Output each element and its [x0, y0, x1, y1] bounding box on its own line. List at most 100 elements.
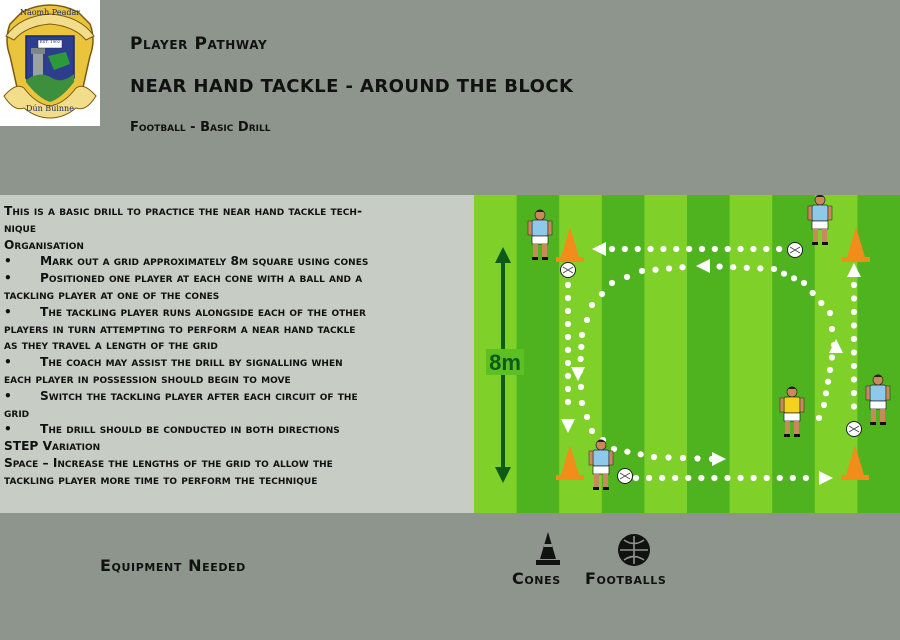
path-dot — [564, 320, 572, 328]
path-dot — [679, 264, 686, 271]
players — [527, 195, 891, 490]
path-dot — [624, 448, 631, 455]
path-dot — [724, 474, 731, 482]
cones — [556, 227, 870, 480]
path-dot — [564, 346, 572, 354]
path-dot — [776, 245, 783, 253]
path-dot — [588, 301, 596, 309]
running-path — [564, 245, 858, 482]
grass-stripe — [687, 195, 731, 513]
path-dot — [822, 390, 830, 397]
path-dot — [850, 308, 858, 316]
path-dot — [652, 266, 659, 273]
path-dot — [564, 398, 572, 406]
path-dot — [578, 343, 585, 351]
path-dot — [737, 474, 744, 482]
arrow-right-icon — [712, 452, 726, 466]
path-dot — [564, 281, 572, 289]
path-dot — [564, 294, 572, 302]
space-variation-text: Space – Increase the lengths of the grid… — [4, 455, 333, 470]
football-icon — [560, 262, 576, 278]
arrow-up-icon — [847, 263, 861, 277]
list-item-cont: each player in possession should begin t… — [4, 371, 291, 386]
equipment-item-footballs: Footballs — [585, 569, 667, 588]
football-icon — [846, 421, 862, 437]
distance-label: 8m — [489, 350, 521, 375]
path-dot — [623, 273, 631, 281]
pitch-svg: 8m — [474, 195, 900, 513]
cone-icon — [556, 445, 584, 480]
path-dot — [578, 399, 586, 407]
path-dot — [850, 349, 858, 356]
path-dot — [789, 474, 796, 482]
path-dot — [672, 474, 679, 482]
path-dot — [650, 453, 658, 461]
path-dot — [698, 474, 705, 482]
path-dot — [647, 245, 654, 253]
path-dot — [750, 245, 757, 253]
football-icon — [787, 242, 803, 258]
path-dot — [743, 264, 750, 271]
path-dot — [634, 245, 641, 253]
intro-text-cont: nique — [4, 220, 36, 235]
crest-est-text: EST. 1902 — [39, 39, 61, 44]
path-dot — [645, 474, 653, 482]
arrow-down-icon — [571, 367, 585, 381]
path-dot — [780, 270, 788, 277]
path-dot — [694, 455, 701, 462]
path-dot — [828, 354, 836, 361]
path-dot — [763, 474, 770, 482]
path-dot — [809, 289, 816, 297]
page-subtitle: Football - Basic Drill — [130, 120, 271, 135]
path-dot — [850, 335, 858, 343]
path-dot — [610, 445, 618, 453]
path-dot — [770, 265, 778, 273]
list-item-cont: as they travel a length of the grid — [4, 338, 218, 353]
page-supertitle: Player Pathway — [130, 34, 268, 54]
path-dot — [850, 322, 858, 329]
path-dot — [637, 451, 644, 458]
path-dot — [850, 389, 858, 397]
grass-stripe — [729, 195, 773, 513]
path-dot — [850, 281, 858, 289]
path-dot — [665, 265, 673, 272]
grass-stripe — [644, 195, 688, 513]
arrow-left-icon — [696, 259, 710, 273]
list-item-cont: players in turn attempting to perform a … — [4, 321, 356, 336]
path-dot — [638, 267, 646, 275]
list-item: •The coach may assist the drill by signa… — [4, 355, 343, 370]
path-dot — [578, 331, 586, 339]
path-dot — [850, 403, 858, 410]
path-dot — [564, 307, 572, 315]
path-dot — [850, 362, 858, 370]
organisation-heading: Organisation — [4, 237, 84, 252]
path-dot — [564, 385, 572, 393]
path-dot — [686, 245, 693, 253]
path-arrows — [561, 242, 861, 485]
player — [865, 374, 891, 425]
list-item: •The drill should be conducted in both d… — [4, 422, 340, 437]
crest-icon — [3, 4, 97, 119]
space-variation-text-cont: tackling player more time to perform the… — [4, 472, 318, 487]
path-dot — [598, 290, 606, 298]
list-item-cont: grid — [4, 405, 30, 420]
path-dot — [698, 245, 706, 253]
list-item: •Switch the tackling player after each c… — [4, 388, 358, 403]
path-dot — [750, 474, 757, 482]
arrow-left-icon — [592, 242, 606, 256]
footballs — [560, 242, 862, 484]
path-dot — [679, 454, 687, 462]
path-dot — [632, 474, 640, 482]
crest-bottom-text: Dún Búinne — [26, 104, 74, 113]
arrow-right-icon — [819, 471, 833, 485]
path-dot — [564, 372, 572, 380]
drill-description-panel: This is a basic drill to practice the ne… — [0, 195, 474, 513]
path-dot — [577, 355, 584, 363]
list-item: •Mark out a grid approximately 8m square… — [4, 254, 369, 269]
drill-diagram: 8m — [474, 195, 900, 513]
path-dot — [583, 413, 591, 421]
path-dot — [850, 295, 858, 302]
arrow-up-icon — [829, 339, 843, 353]
path-dot — [826, 309, 834, 317]
path-dot — [564, 333, 572, 341]
